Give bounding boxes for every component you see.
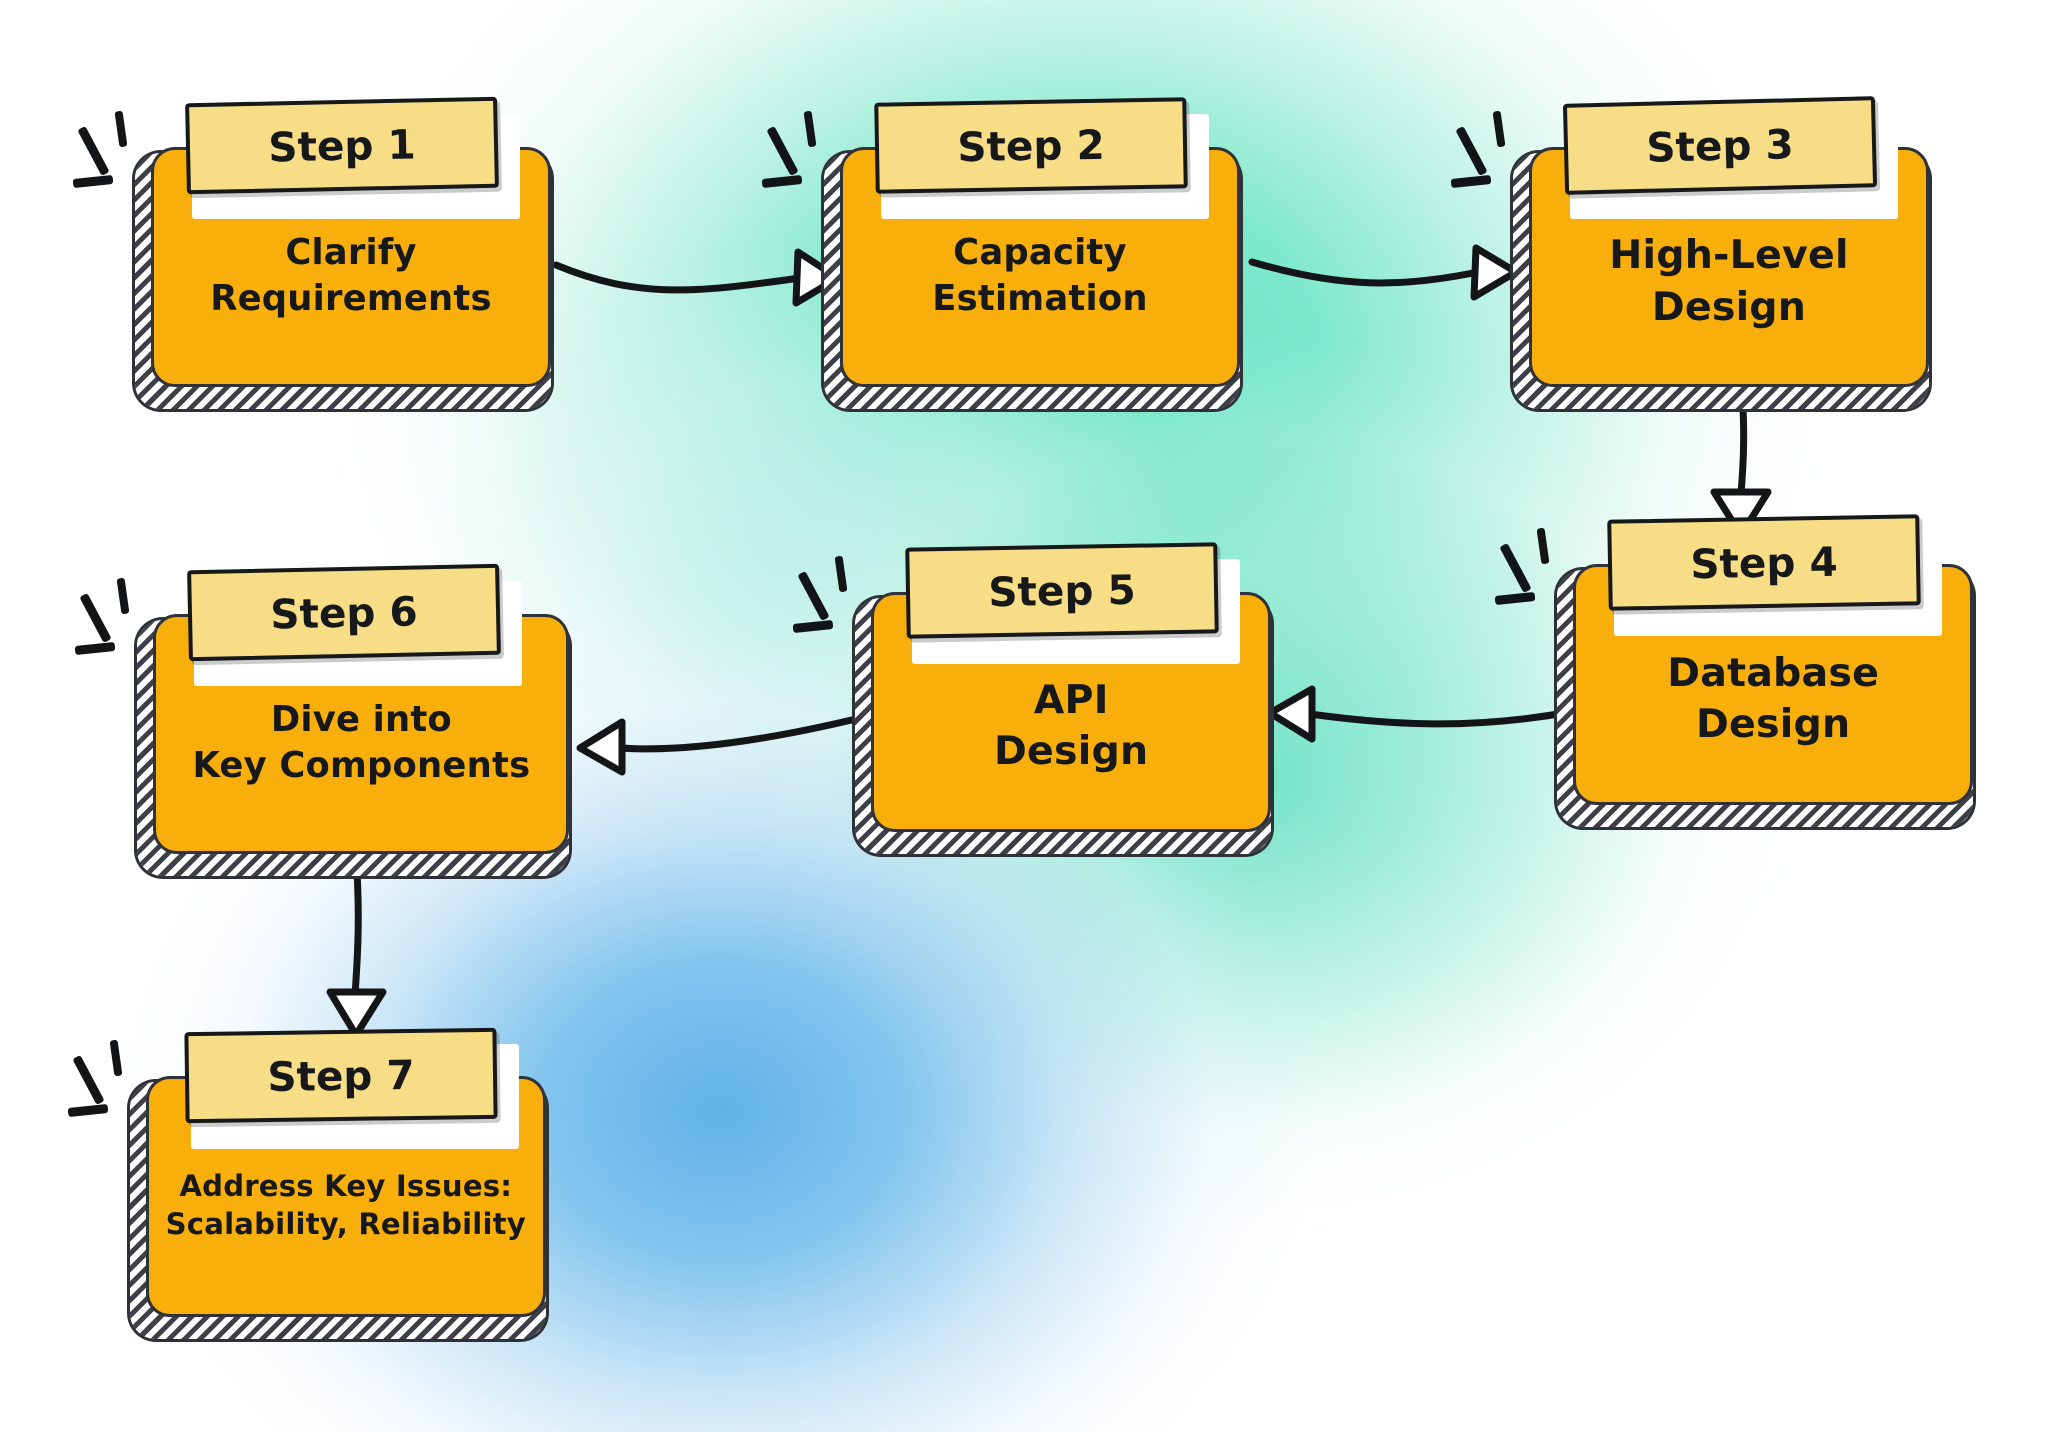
card-body-text: Database Design xyxy=(1667,649,1880,748)
sparkle-mark-icon xyxy=(1499,543,1532,594)
sparkle-mark-icon xyxy=(797,570,830,621)
card-body-text: High-Level Design xyxy=(1609,232,1849,330)
sparkle-mark-icon xyxy=(792,619,834,633)
step-label-badge: Step 4 xyxy=(1607,514,1921,612)
page-title: System Design Interview Steps xyxy=(0,21,1,22)
node-step5[interactable]: API Design Step 5 xyxy=(792,541,1272,854)
step-label-badge: Step 2 xyxy=(874,97,1188,194)
sparkle-mark-icon xyxy=(71,1055,105,1106)
node-step4[interactable]: Database Design Step 4 xyxy=(1494,514,1974,827)
node-step3[interactable]: High-Level Design Step 3 xyxy=(1450,96,1930,410)
node-step6[interactable]: Dive into Key Components Step 6 xyxy=(75,563,570,877)
sparkle-mark-icon xyxy=(77,125,110,176)
sparkle-mark-icon xyxy=(1455,125,1488,176)
arrow-step4-to-step5 xyxy=(1266,685,1574,743)
card-body-text: Clarify Requirements xyxy=(210,232,492,320)
sparkle-mark-icon xyxy=(1492,110,1506,148)
sparkle-mark-icon xyxy=(79,592,113,643)
sparkle-mark-icon xyxy=(1494,592,1536,606)
sparkle-mark-icon xyxy=(72,174,114,188)
sparkle-mark-icon xyxy=(67,1104,108,1118)
sparkle-mark-icon xyxy=(109,1040,123,1077)
sparkle-mark-icon xyxy=(75,641,116,655)
sparkle-mark-icon xyxy=(761,174,803,188)
card-body-text: Address Key Issues: Scalability, Reliabi… xyxy=(165,1168,526,1241)
node-step1[interactable]: Clarify Requirements Step 1 xyxy=(72,96,552,410)
card-body-text: API Design xyxy=(994,677,1149,775)
arrow-step2-to-step3 xyxy=(1248,244,1520,301)
step-label-badge: Step 7 xyxy=(183,1027,498,1123)
sparkle-mark-icon xyxy=(1536,527,1550,565)
sparkle-mark-icon xyxy=(114,110,128,148)
arrow-step1-to-step2 xyxy=(552,248,842,307)
arrow-step3-to-step4 xyxy=(1710,404,1772,539)
card-body-text: Capacity Estimation xyxy=(932,232,1148,320)
step-label-badge: Step 1 xyxy=(184,96,499,195)
node-step2[interactable]: Capacity Estimation Step 2 xyxy=(761,97,1241,410)
card-body-text: Dive into Key Components xyxy=(192,699,531,787)
sparkle-mark-icon xyxy=(766,125,799,176)
sparkle-mark-icon xyxy=(834,555,848,592)
sparkle-mark-icon xyxy=(803,110,817,148)
arrow-step6-to-step7 xyxy=(326,868,387,1039)
sparkle-mark-icon xyxy=(1450,174,1492,188)
arrow-step5-to-step6 xyxy=(576,714,864,776)
step-label-badge: Step 6 xyxy=(187,563,502,662)
sparkle-mark-icon xyxy=(116,577,130,614)
step-label-badge: Step 5 xyxy=(905,541,1219,639)
node-step7[interactable]: Address Key Issues: Scalability, Reliabi… xyxy=(67,1027,546,1339)
step-label-badge: Step 3 xyxy=(1562,96,1877,195)
